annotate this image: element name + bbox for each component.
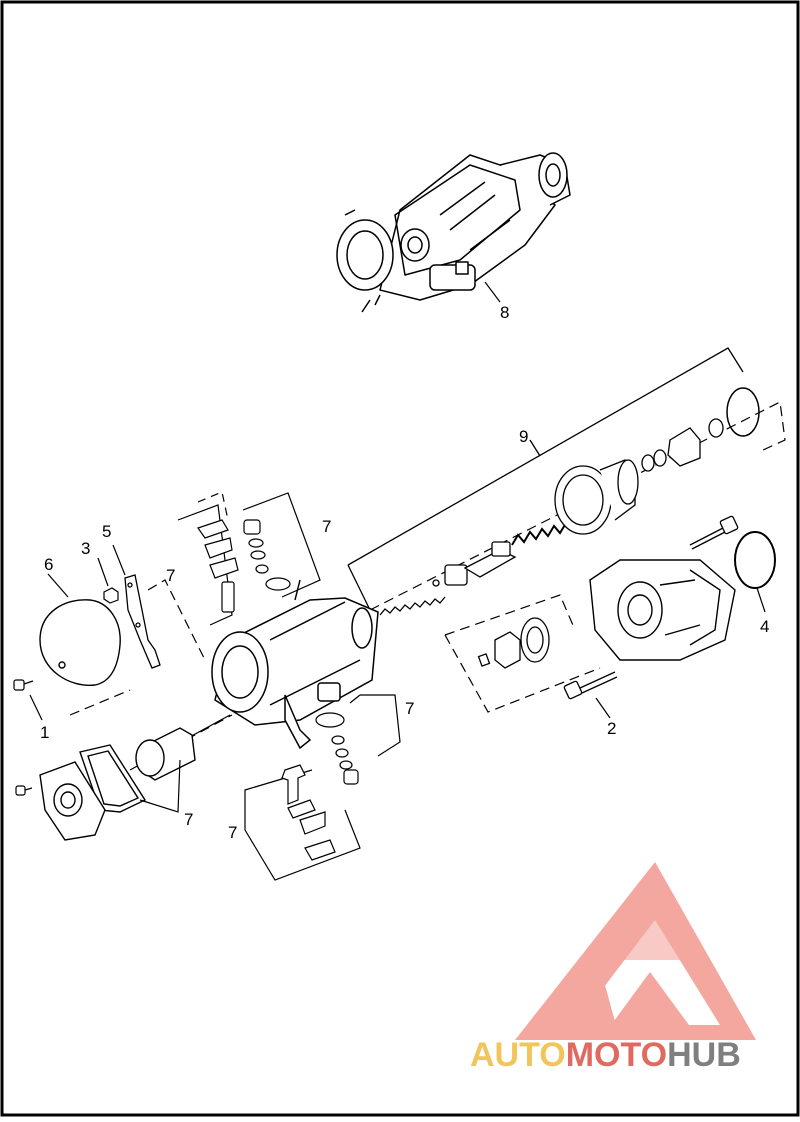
callout-8: 8: [500, 303, 509, 322]
bracket-9: [347, 347, 744, 611]
callout-7-lower-right: 7: [405, 699, 414, 718]
dashed-box-clutch: [444, 594, 601, 713]
solenoid: [135, 727, 196, 781]
leader-3: [97, 557, 109, 587]
callout-5: 5: [102, 522, 111, 541]
leader-1: [29, 694, 43, 721]
callout-1: 1: [40, 723, 49, 742]
bracket-5: [124, 574, 161, 669]
bracket-7-upper: [177, 492, 321, 626]
shaft-parts: [379, 387, 760, 616]
nut-3: [103, 587, 119, 604]
leader-4: [756, 587, 766, 613]
leader-6: [47, 573, 69, 598]
watermark-text: AUTOMOTOHUB: [470, 1036, 741, 1074]
callout-2: 2: [607, 719, 616, 738]
bottom-terminal-parts: [281, 764, 336, 861]
screw-1: [13, 679, 34, 691]
o-ring-4: [734, 531, 776, 589]
small-screw-cover: [15, 785, 33, 796]
callout-9: 9: [519, 427, 528, 446]
callout-7-upper-right: 7: [322, 517, 331, 536]
callout-7-solenoid: 7: [184, 810, 193, 829]
watermark-logo: [515, 862, 756, 1040]
bracket-7-solenoid: [139, 759, 181, 813]
solenoid-cover: [39, 761, 106, 841]
callout-3: 3: [81, 539, 90, 558]
motor-body: [211, 579, 379, 750]
drive-housing: [589, 559, 736, 661]
callout-4: 4: [760, 617, 769, 636]
bracket-7-lower-right: [349, 694, 401, 757]
watermark-auto: AUTO: [470, 1036, 566, 1074]
callout-7-upper-left: 7: [166, 566, 175, 585]
starter-assembly: [336, 152, 571, 313]
watermark-hub: HUB: [667, 1036, 741, 1074]
callout-7-bottom: 7: [228, 823, 237, 842]
bolt-2: [563, 671, 618, 700]
dashed-bracket-7-upper: [197, 491, 229, 521]
clutch-parts: [477, 617, 550, 669]
leader-8: [484, 281, 501, 303]
end-cover-6: [39, 599, 121, 686]
upper-terminal-parts: [197, 519, 291, 613]
watermark-moto: MOTO: [566, 1036, 667, 1074]
leader-2: [595, 697, 611, 719]
leader-5: [112, 544, 126, 576]
long-bolt: [689, 515, 739, 550]
lower-right-terminal-parts: [315, 712, 359, 785]
callout-6: 6: [44, 555, 53, 574]
